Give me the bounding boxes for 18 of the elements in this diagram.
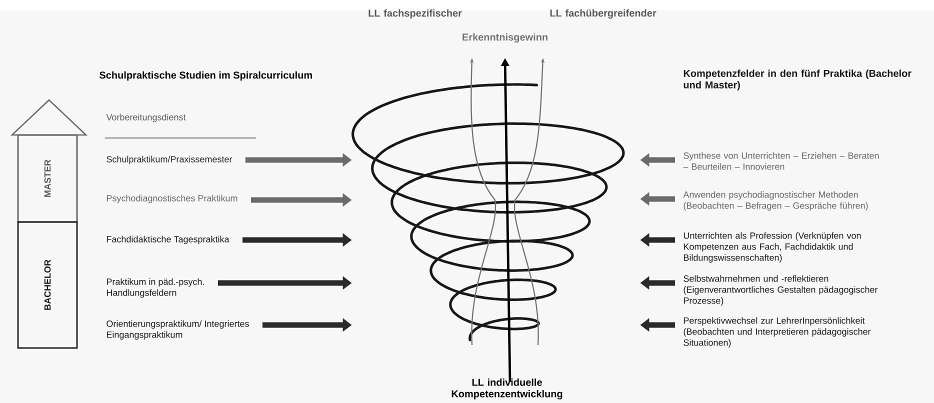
- internship-text: Psychodiagnostisches Praktikum: [106, 194, 238, 204]
- competence-text: Perspektivwechsel zur LehrerInpersönlichkeit (Beobachten und Interpretieren pädagogischer Situationen): [684, 317, 871, 348]
- heading-label: LL fachspezifischer: [368, 9, 462, 19]
- heading-label: Erkenntnisgewinn: [462, 33, 548, 43]
- stage-box: BACHELOR: [17, 221, 78, 349]
- internship-text: Fachdidaktische Tagespraktika: [106, 236, 230, 244]
- internship-text: Praktikum in päd.-psych. Handlungsfeldern: [106, 278, 204, 298]
- heading-label: Vorbereitungsdienst: [106, 114, 186, 122]
- competence-text: Selbstwahrnehmen und -reflektieren (Eigenverantwortliches Gestalten pädagogischer Prozesse): [684, 275, 878, 306]
- internship-text: Schulpraktikum/Praxissemester: [106, 156, 232, 164]
- heading-label: Kompetenzfelder in den fünf Praktika (Bachelor und Master): [684, 70, 912, 90]
- heading-label: LL individuelle Kompetenzentwicklung: [452, 378, 562, 400]
- competence-text: Synthese von Unterrichten – Erziehen – Beraten – Beurteilen – Innovieren: [683, 152, 879, 170]
- internship-text: Orientierungspraktikum/ Integriertes Eingangspraktikum: [106, 320, 249, 340]
- title: Schulpraktische Studien im Spiralcurriculum: [100, 71, 312, 81]
- competence-text: Unterrichten als Profession (Verknüpfen von Kompetenzen aus Fach, Fachdidaktik und Bildungswissenschaften): [684, 232, 861, 263]
- competence-text: Anwenden psychodiagnostischer Methoden (Beobachten – Befragen – Gespräche führen): [683, 191, 868, 211]
- heading-label: LL fachübergreifender: [550, 9, 656, 19]
